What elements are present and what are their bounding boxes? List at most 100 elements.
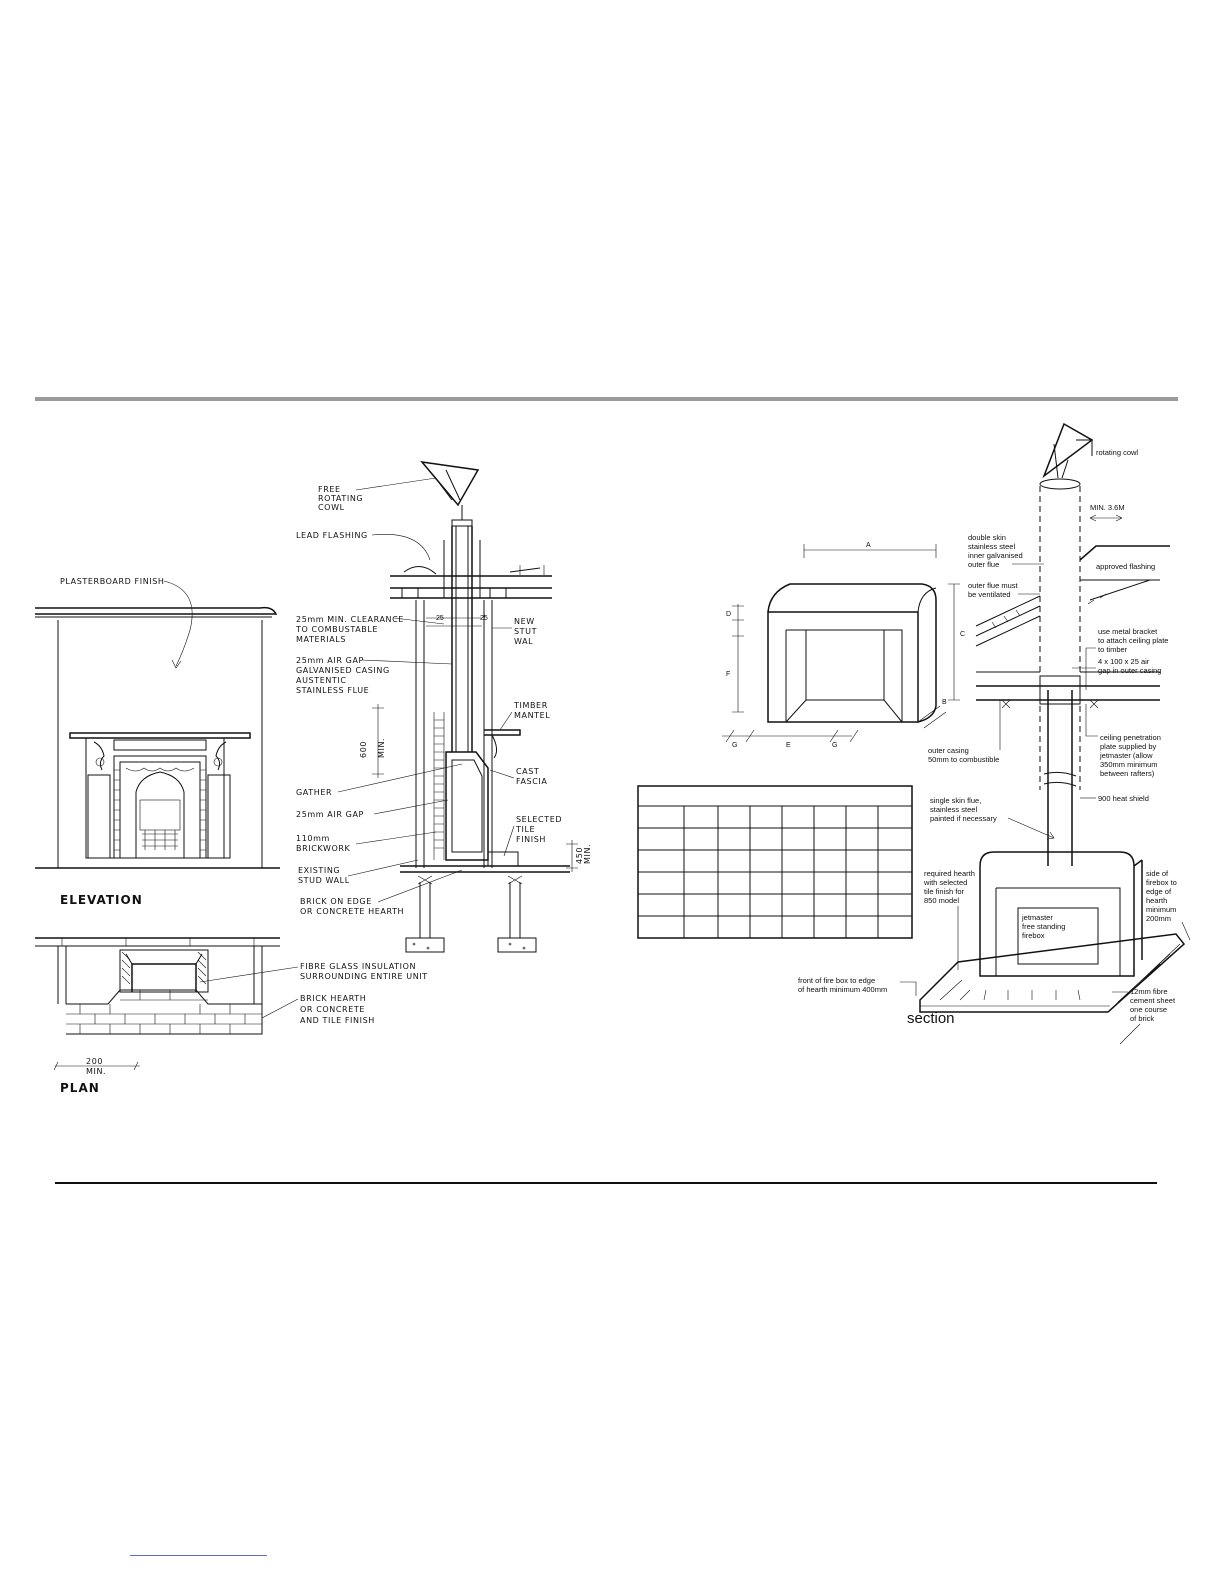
dim-label-a: A [866,542,871,549]
side-firebox-label-3: edge of [1146,887,1172,896]
cast-fascia-label-2: FASCIA [516,777,547,786]
clearance-label-2: TO COMBUSTABLE [295,625,378,634]
rotating-cowl-label: rotating cowl [1096,448,1138,457]
new-stud-label-1: NEW [514,617,535,626]
cast-fascia-label-1: CAST [516,767,539,776]
required-hearth-label-2: with selected [923,878,967,887]
air-gap-right-label-2: gap in outer casing [1098,666,1161,675]
double-skin-label-3: inner galvanised [968,551,1023,560]
elevation-drawing: PLASTERBOARD FINISH ELEVATION [35,577,280,907]
existing-stud-label-2: STUD WALL [298,876,350,885]
tile-label-3: FINISH [516,835,546,844]
required-hearth-label-1: required hearth [924,869,975,878]
brick-on-edge-label-1: BRICK ON EDGE [300,897,372,906]
plan-dim-value: 200 [86,1057,103,1066]
clearance-label-1: 25mm MIN. CLEARANCE [296,615,404,624]
lead-flashing-label: LEAD FLASHING [296,531,368,540]
fibre-sheet-label-2: cement sheet [1130,996,1176,1005]
footer-link-underline[interactable] [130,1555,267,1556]
cowl-label-3: COWL [318,503,345,512]
plasterboard-label: PLASTERBOARD FINISH [60,577,165,586]
double-skin-label-1: double skin [968,533,1006,542]
required-hearth-label-3: tile finish for [924,887,965,896]
plan-label: PLAN [60,1081,100,1095]
dim-450-min: MIN. [583,844,592,864]
double-skin-label-2: stainless steel [968,542,1015,551]
dim-450: 450 [575,847,584,864]
ceiling-plate-label-1: ceiling penetration [1100,733,1161,742]
air-gap-casing-label-4: STAINLESS FLUE [296,686,369,695]
side-firebox-label-5: minimum [1146,905,1176,914]
outer-casing-label-1: outer casing [928,746,969,755]
min-height-label: MIN. 3.6M [1090,503,1125,512]
section-label: section [907,1010,955,1027]
right-section-drawing: rotating cowl MIN. 3.6M double skin [798,422,1191,1045]
bracket-label-2: to attach ceiling plate [1098,636,1168,645]
air-gap-casing-label-1: 25mm AIR GAP [296,656,364,665]
outer-casing-label-2: 50mm to combustible [928,755,999,764]
fibre-sheet-label-4: of brick [1130,1014,1154,1023]
bottom-divider [55,1182,1157,1184]
dimension-table [637,785,913,939]
existing-stud-label-1: EXISTING [298,866,340,875]
dim-label-f: F [726,671,730,678]
side-firebox-label-2: firebox to [1146,878,1177,887]
gather-label: GATHER [296,788,332,797]
brick-hearth-label-1: BRICK HEARTH [300,994,366,1003]
bracket-label-1: use metal bracket [1098,627,1158,636]
ceiling-plate-label-5: between rafters) [1100,769,1155,778]
brick-hearth-label-2: OR CONCRETE [300,1005,365,1014]
side-firebox-label-6: 200mm [1146,914,1171,923]
double-skin-label-4: outer flue [968,560,999,569]
fibre-sheet-label-1: 12mm fibre [1130,987,1168,996]
dim-600-min: MIN. [377,738,386,758]
dimension-box-diagram: A C B D F G E G [722,542,965,749]
dim-label-c: C [960,631,965,638]
timber-mantel-label-1: TIMBER [513,701,548,710]
timber-mantel-label-2: MANTEL [514,711,550,720]
side-firebox-label-1: side of [1146,869,1169,878]
dim-25-right: 25 [480,615,488,622]
dim-label-e: E [786,742,791,749]
single-skin-label-3: painted if necessary [930,814,997,823]
heat-shield-label: 900 heat shield [1098,794,1149,803]
side-firebox-label-4: hearth [1146,896,1167,905]
firebox-label-1: jetmaster [1021,913,1053,922]
ceiling-plate-label-4: 350mm minimum [1100,760,1158,769]
brick-on-edge-label-2: OR CONCRETE HEARTH [300,907,404,916]
bracket-label-3: to timber [1098,645,1128,654]
outer-flue-label-2: be ventilated [968,590,1011,599]
brick-hearth-label-3: AND TILE FINISH [300,1016,375,1025]
required-hearth-label-4: 850 model [924,896,959,905]
front-firebox-label-2: of hearth minimum 400mm [798,985,887,994]
fibre-sheet-label-3: one course [1130,1005,1167,1014]
fibre-glass-label-2: SURROUNDING ENTIRE UNIT [300,972,428,981]
tile-label-2: TILE [515,825,535,834]
air-gap-right-label-1: 4 x 100 x 25 air [1098,657,1150,666]
new-stud-label-3: WAL [514,637,533,646]
single-skin-label-1: single skin flue, [930,796,981,805]
air-gap-casing-label-3: AUSTENTIC [296,676,347,685]
ceiling-plate-label-3: jetmaster (allow [1099,751,1153,760]
dim-25-left: 25 [436,615,444,622]
ceiling-plate-label-2: plate supplied by [1100,742,1157,751]
dim-label-d: D [726,611,731,618]
brickwork-label-2: BRICKWORK [296,844,351,853]
dim-label-g1: G [732,742,737,749]
left-section-drawing: 600 MIN. 450 MIN. 25 25 FREE ROTATING CO… [295,460,592,953]
plan-dim-min: MIN. [86,1067,106,1076]
air-gap-label: 25mm AIR GAP [296,810,364,819]
tile-label-1: SELECTED [516,815,562,824]
brickwork-label-1: 110mm [296,834,330,843]
clearance-label-3: MATERIALS [296,635,346,644]
dim-label-g2: G [832,742,837,749]
new-stud-label-2: STUT [514,627,537,636]
approved-flashing-label: approved flashing [1096,562,1155,571]
cowl-label-1: FREE [318,485,341,494]
elevation-label: ELEVATION [60,893,143,907]
dim-600: 600 [359,741,368,758]
dim-label-b: B [942,699,947,706]
plan-drawing: 200 MIN. PLAN FIBRE GLASS INSULATION SUR… [35,937,428,1095]
fibre-glass-label-1: FIBRE GLASS INSULATION [300,962,416,971]
